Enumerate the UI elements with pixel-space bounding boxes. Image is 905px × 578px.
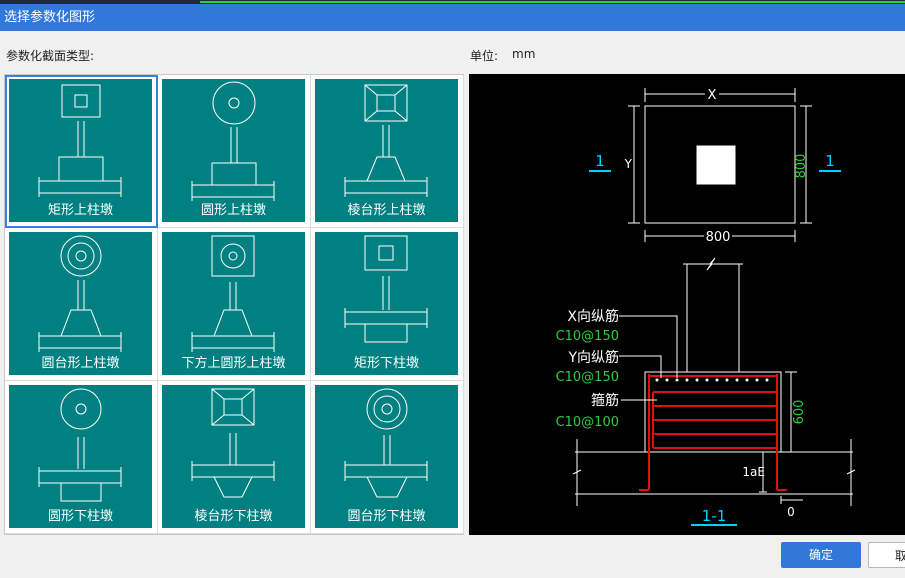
rect-lower-pier-icon: [344, 235, 428, 343]
shape-frustum-upper[interactable]: 棱台形上柱墩: [311, 75, 464, 228]
unit-label: 单位:: [470, 49, 499, 63]
top-strip-accent: [200, 1, 905, 3]
rebar-dots: [655, 378, 769, 382]
section-mark-right: 1: [825, 152, 835, 170]
x-bar-spec: C10@150: [556, 329, 619, 344]
shape-grid: 矩形上柱墩 圆形上柱墩 棱台形上柱墩: [4, 74, 464, 535]
shape-rect-upper[interactable]: 矩形上柱墩: [5, 75, 158, 228]
shape-frustum-lower[interactable]: 棱台形下柱墩: [158, 381, 311, 534]
shape-round-lower[interactable]: 圆形下柱墩: [5, 381, 158, 534]
shape-tile: 圆台形下柱墩: [315, 385, 458, 528]
shape-caption: 圆形上柱墩: [200, 203, 266, 218]
top-strip: [0, 0, 905, 4]
dim-x-label: X: [708, 88, 717, 103]
round-upper-pier-icon: [191, 81, 275, 201]
section-view: [572, 257, 856, 506]
shape-tile: 下方上圆形上柱墩: [162, 232, 305, 375]
shape-rect-lower[interactable]: 矩形下柱墩: [311, 228, 464, 381]
shape-caption: 下方上圆形上柱墩: [181, 356, 286, 371]
dim-y-label: Y: [624, 157, 633, 171]
section-mark-left: 1: [595, 152, 605, 170]
preview-drawing: X Y 800 800 1 1: [556, 87, 856, 526]
shape-caption: 圆形下柱墩: [47, 509, 113, 524]
shape-tile: 棱台形上柱墩: [315, 79, 458, 222]
cancel-button[interactable]: 取: [868, 542, 905, 568]
offset-value: 0: [787, 505, 795, 519]
y-bar-spec: C10@150: [556, 370, 619, 385]
x-bar-label: X向纵筋: [567, 308, 619, 325]
shape-tile: 矩形下柱墩: [315, 232, 458, 375]
shape-caption: 圆台形上柱墩: [41, 356, 120, 371]
shape-caption: 棱台形下柱墩: [194, 509, 273, 524]
dim-height-label: 800: [794, 154, 809, 179]
rect-upper-pier-icon: [38, 84, 122, 197]
square-round-upper-pier-icon: [191, 235, 275, 352]
shape-tile: 矩形上柱墩: [9, 79, 152, 222]
dim-width-label: 800: [706, 230, 731, 245]
shape-caption: 矩形下柱墩: [353, 356, 419, 371]
pier-height-label: 600: [792, 400, 807, 425]
window-title: 选择参数化图形: [0, 4, 905, 31]
shape-tile: 圆台形上柱墩: [9, 232, 152, 375]
shape-tile: 圆形下柱墩: [9, 385, 152, 528]
rebar-cage: [639, 374, 787, 491]
shape-square-round-upper[interactable]: 下方上圆形上柱墩: [158, 228, 311, 381]
shape-caption: 矩形上柱墩: [47, 203, 113, 218]
shape-caption: 棱台形上柱墩: [347, 203, 426, 218]
dim-width-gap: [704, 229, 732, 243]
leader-lines: [619, 315, 678, 401]
shape-tile: 棱台形下柱墩: [162, 385, 305, 528]
stirrup-spec: C10@100: [556, 415, 619, 430]
shape-tile: 圆形上柱墩: [162, 79, 305, 222]
shape-round-frustum-upper[interactable]: 圆台形上柱墩: [5, 228, 158, 381]
round-frustum-lower-pier-icon: [344, 388, 428, 498]
plan-outline: [644, 105, 796, 224]
section-title: 1-1: [702, 507, 727, 525]
ok-button[interactable]: 确定: [781, 542, 861, 568]
section-type-label: 参数化截面类型:: [6, 49, 95, 63]
shape-round-frustum-lower[interactable]: 圆台形下柱墩: [311, 381, 464, 534]
round-frustum-upper-pier-icon: [38, 235, 122, 352]
stirrup-label: 箍筋: [591, 392, 619, 409]
plan-view: [628, 88, 812, 242]
round-lower-pier-icon: [38, 388, 122, 502]
unit-value: mm: [512, 47, 536, 61]
shape-round-upper[interactable]: 圆形上柱墩: [158, 75, 311, 228]
anchor-label: 1aE: [742, 465, 765, 479]
y-bar-label: Y向纵筋: [567, 349, 619, 366]
plan-column: [696, 145, 736, 185]
dim-x-gap: [705, 87, 719, 101]
shape-caption: 圆台形下柱墩: [347, 509, 426, 524]
frustum-upper-pier-icon: [344, 84, 428, 197]
preview-panel: X Y 800 800 1 1: [469, 74, 905, 535]
frustum-lower-pier-icon: [191, 388, 275, 498]
